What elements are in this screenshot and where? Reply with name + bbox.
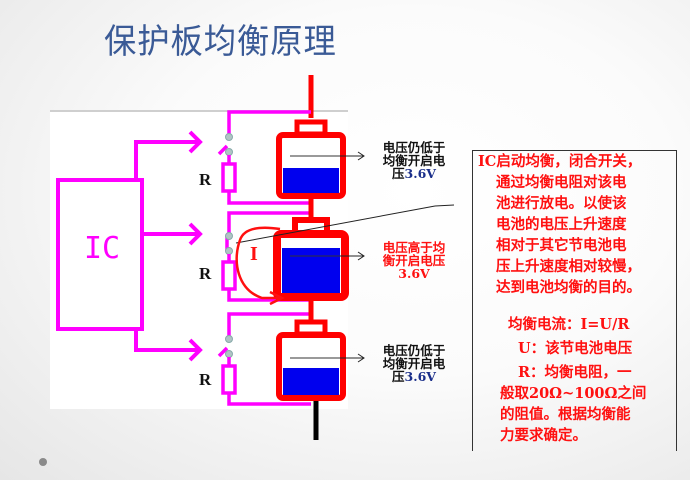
resistor-label-top: R: [199, 170, 212, 189]
current-label: I: [250, 243, 258, 265]
cell-label-bottom: 电压仍低于 均衡开启电 压3.6V: [382, 343, 446, 384]
switch-pin-1: [225, 133, 233, 141]
ic-label: IC: [84, 231, 121, 266]
current-arrowhead-icon: [269, 290, 285, 306]
arrow-mid-icon: [188, 222, 203, 246]
arrow-top-icon: [188, 130, 203, 154]
cell-label-top: 电压仍低于 均衡开启电 压3.6V: [382, 140, 446, 181]
cell-middle: [273, 217, 349, 301]
branch-wire-bottom: [227, 312, 311, 338]
leader-line: [235, 205, 436, 244]
resistor-top: [221, 162, 237, 193]
branch-wire-top: [227, 110, 311, 136]
explanation-text: IC启动均衡，闭合开关， 通过均衡电阻对该电 池进行放电。以使该 电池的电压上升…: [478, 151, 678, 446]
switch-open-bottom[interactable]: [217, 346, 229, 358]
arrow-bottom-icon: [188, 338, 203, 362]
formula: 均衡电流：I=U/R: [508, 316, 630, 333]
branch-wire-mid: [227, 211, 311, 234]
resistor-bottom: [221, 364, 237, 395]
resistor-mid: [221, 260, 237, 291]
explanation-box: [472, 150, 677, 451]
control-wire-top: [134, 140, 198, 180]
resistor-label-bottom: R: [199, 370, 212, 389]
ic-chip: [56, 178, 144, 331]
current-flow-arrow: [235, 226, 282, 300]
cell-label-middle: 电压高于均 衡开启电压 3.6V: [382, 240, 446, 281]
switch-pin-0: [225, 148, 233, 156]
cell-top: [276, 119, 346, 199]
slide-title: 保护板均衡原理: [104, 22, 337, 62]
switch-open-top[interactable]: [217, 144, 229, 156]
control-wire-bottom: [134, 329, 198, 352]
slide-bullet-dot: [39, 458, 47, 466]
resistor-label-mid: R: [199, 264, 212, 283]
cell-bottom: [276, 319, 346, 401]
